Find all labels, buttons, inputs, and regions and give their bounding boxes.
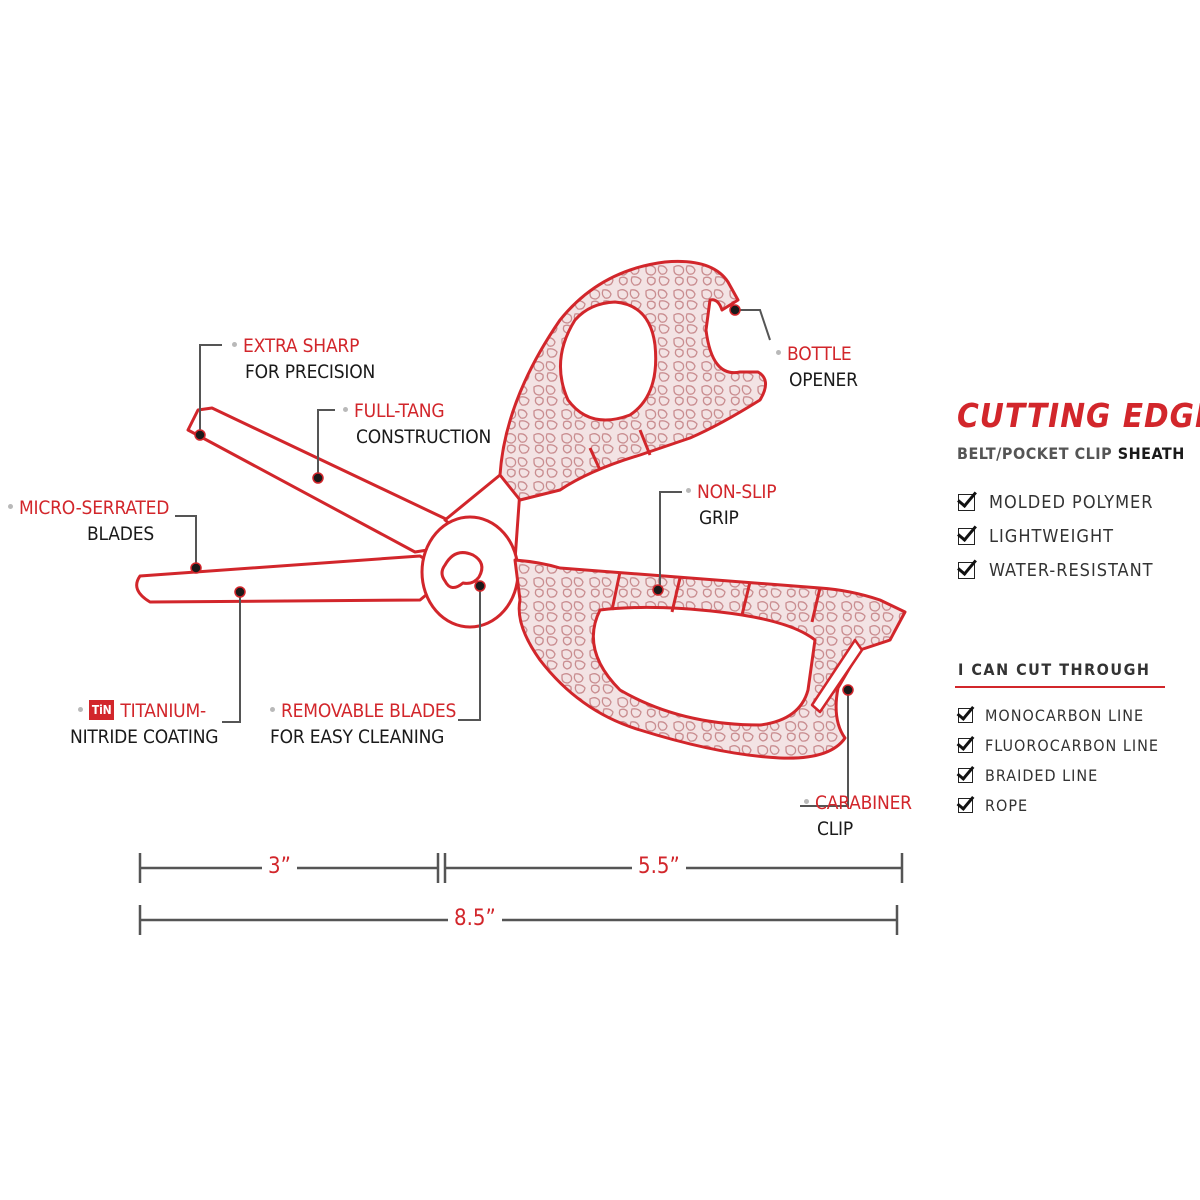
callout-extra-sharp: EXTRA SHARP FOR PRECISION	[232, 333, 375, 385]
callout-full-tang: FULL-TANG CONSTRUCTION	[343, 398, 491, 450]
callout-bottle-line2: OPENER	[789, 369, 858, 391]
cut-through-divider	[955, 686, 1165, 688]
callout-bottle-opener: BOTTLE OPENER	[776, 341, 858, 393]
callout-micro-serrated-line2: BLADES	[87, 523, 154, 545]
carabiner	[810, 638, 864, 714]
checkbox-checked-icon	[958, 708, 973, 723]
checkbox-checked-icon	[958, 494, 975, 511]
checkbox-checked-icon	[958, 528, 975, 545]
feature-label: MOLDED POLYMER	[989, 492, 1154, 513]
callout-bottle-line1: BOTTLE	[787, 343, 852, 365]
callout-removable: REMOVABLE BLADES FOR EASY CLEANING	[270, 698, 456, 750]
cut-item-label: BRAIDED LINE	[985, 766, 1099, 785]
callout-non-slip-line2: GRIP	[699, 507, 739, 529]
feature-label: LIGHTWEIGHT	[989, 526, 1115, 547]
leader-lines	[175, 309, 849, 807]
callout-carabiner-line2: CLIP	[817, 818, 854, 840]
dimension-total: 8.5”	[448, 906, 502, 931]
dimension-lines	[138, 853, 904, 935]
cut-item-label: MONOCARBON LINE	[985, 706, 1145, 725]
callout-carabiner-line1: CARABINER	[815, 792, 912, 814]
lower-blade	[135, 554, 452, 604]
callout-removable-line2: FOR EASY CLEANING	[270, 726, 445, 748]
dimension-blade: 3”	[262, 854, 297, 879]
callout-full-tang-line1: FULL-TANG	[354, 400, 445, 422]
cut-item-label: FLUOROCARBON LINE	[985, 736, 1159, 755]
cut-item: ROPE	[958, 796, 1028, 815]
checkbox-checked-icon	[958, 798, 973, 813]
callout-extra-sharp-line2: FOR PRECISION	[245, 361, 376, 383]
feature-item: LIGHTWEIGHT	[958, 526, 1114, 547]
lower-handle	[513, 558, 907, 760]
feature-item: WATER-RESISTANT	[958, 560, 1154, 581]
cut-item: MONOCARBON LINE	[958, 706, 1144, 725]
callout-removable-line1: REMOVABLE BLADES	[281, 700, 457, 722]
callout-non-slip: NON-SLIP GRIP	[686, 479, 777, 531]
sidebar-subtitle: BELT/POCKET CLIP SHEATH	[957, 444, 1185, 463]
pivot	[420, 515, 520, 629]
sidebar-subtitle-bold: SHEATH	[1117, 444, 1185, 463]
cut-item-label: ROPE	[985, 796, 1029, 815]
callout-carabiner: CARABINER CLIP	[804, 790, 912, 842]
callout-titanium-line1: TITANIUM-	[120, 700, 206, 722]
checkbox-checked-icon	[958, 768, 973, 783]
pivot-logo	[440, 551, 484, 589]
feature-item: MOLDED POLYMER	[958, 492, 1154, 513]
checkbox-checked-icon	[958, 738, 973, 753]
sidebar-title: CUTTING EDGE	[957, 396, 1200, 435]
callout-extra-sharp-line1: EXTRA SHARP	[243, 335, 360, 357]
sidebar-subtitle-plain: BELT/POCKET CLIP	[957, 444, 1113, 463]
scissors	[135, 259, 907, 760]
feature-label: WATER-RESISTANT	[989, 560, 1154, 581]
callout-non-slip-line1: NON-SLIP	[697, 481, 777, 503]
callout-micro-serrated-line1: MICRO-SERRATED	[19, 497, 170, 519]
callout-micro-serrated: MICRO-SERRATED BLADES	[8, 495, 169, 547]
cut-item: FLUOROCARBON LINE	[958, 736, 1159, 755]
cut-through-title: I CAN CUT THROUGH	[958, 660, 1151, 679]
tin-badge: TiN	[88, 699, 115, 720]
callout-full-tang-line2: CONSTRUCTION	[356, 426, 492, 448]
dimension-handle: 5.5”	[632, 854, 686, 879]
cut-item: BRAIDED LINE	[958, 766, 1098, 785]
upper-handle	[498, 259, 767, 502]
callout-titanium-line2: NITRIDE COATING	[70, 726, 219, 748]
checkbox-checked-icon	[958, 562, 975, 579]
leader-dots	[190, 304, 854, 696]
